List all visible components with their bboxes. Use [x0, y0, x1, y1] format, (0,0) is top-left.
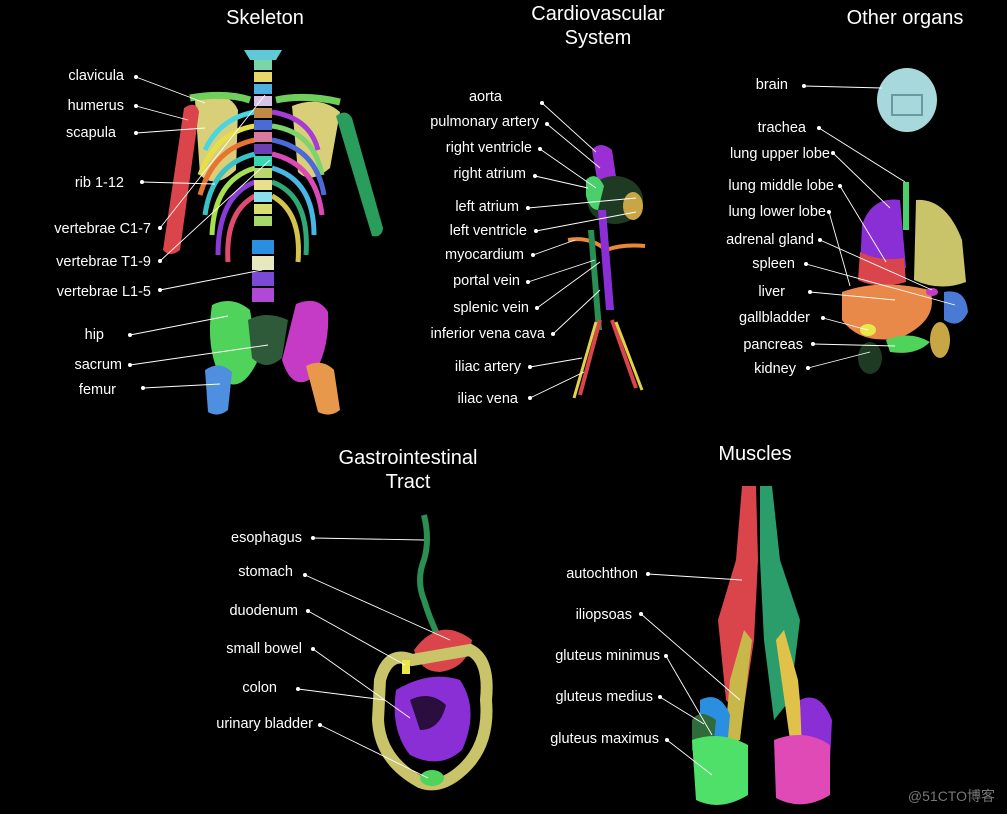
label-gluteus-medius: gluteus medius: [555, 689, 653, 705]
muscles-figure: [692, 486, 832, 805]
label-iliac-artery: iliac artery: [454, 359, 521, 375]
gi-title-line1: Gastrointestinal: [338, 447, 478, 469]
label-duodenum: duodenum: [229, 603, 298, 619]
label-esophagus: esophagus: [231, 530, 302, 546]
leader-dots: [128, 75, 842, 742]
label-splenic-vein: splenic vein: [453, 300, 529, 316]
label-colon: colon: [242, 680, 277, 696]
organs-figure: [842, 68, 968, 374]
skeleton-figure: [163, 50, 383, 415]
cardio-title-line2: System: [564, 27, 632, 49]
gi-title-line2: Tract: [385, 471, 431, 493]
label-stomach: stomach: [238, 564, 293, 580]
label-gluteus-maximus: gluteus maximus: [550, 731, 659, 747]
label-myocardium: myocardium: [445, 247, 524, 263]
label-humerus: humerus: [67, 98, 124, 114]
label-vertebrae-t: vertebrae T1-9: [56, 254, 151, 270]
label-vertebrae-c: vertebrae C1-7: [54, 221, 151, 237]
label-right-atrium: right atrium: [453, 166, 526, 182]
label-lung-upper-lobe: lung upper lobe: [730, 146, 830, 162]
label-adrenal-gland: adrenal gland: [726, 232, 814, 248]
label-pulmonary-artery: pulmonary artery: [430, 114, 539, 130]
label-liver: liver: [758, 284, 785, 300]
label-spleen: spleen: [752, 256, 795, 272]
label-gluteus-minimus: gluteus minimus: [555, 648, 660, 664]
organs-title: Other organs: [846, 7, 964, 29]
gi-title: Gastrointestinal Tract: [318, 446, 498, 494]
label-left-atrium: left atrium: [455, 199, 519, 215]
label-gallbladder: gallbladder: [739, 310, 810, 326]
muscles-title: Muscles: [718, 443, 792, 465]
label-autochthon: autochthon: [566, 566, 638, 582]
label-iliopsoas: iliopsoas: [575, 607, 632, 623]
cardio-title-line1: Cardiovascular: [531, 3, 665, 25]
label-scapula: scapula: [66, 125, 116, 141]
label-trachea: trachea: [757, 120, 806, 136]
label-right-ventricle: right ventricle: [445, 140, 532, 156]
label-hip: hip: [84, 327, 104, 343]
label-inferior-vena-cava: inferior vena cava: [430, 326, 545, 342]
gi-figure: [371, 514, 493, 791]
label-vertebrae-l: vertebrae L1-5: [56, 284, 151, 300]
label-sacrum: sacrum: [74, 357, 122, 373]
cardio-title: Cardiovascular System: [508, 2, 688, 50]
label-small-bowel: small bowel: [226, 641, 302, 657]
label-femur: femur: [78, 382, 116, 398]
leader-lines: [129, 76, 956, 779]
label-rib: rib 1-12: [74, 175, 124, 191]
label-left-ventricle: left ventricle: [449, 223, 527, 239]
cardiovascular-figure: [567, 145, 646, 399]
watermark: @51CTO博客: [907, 788, 995, 804]
label-lung-middle-lobe: lung middle lobe: [728, 178, 834, 194]
label-lung-lower-lobe: lung lower lobe: [728, 204, 826, 220]
label-urinary-bladder: urinary bladder: [216, 716, 313, 732]
label-iliac-vena: iliac vena: [457, 391, 518, 407]
label-brain: brain: [755, 77, 788, 93]
label-kidney: kidney: [754, 361, 796, 377]
skeleton-title: Skeleton: [226, 7, 304, 29]
label-pancreas: pancreas: [743, 337, 803, 353]
label-clavicula: clavicula: [68, 68, 124, 84]
label-portal-vein: portal vein: [453, 273, 520, 289]
label-aorta: aorta: [468, 89, 502, 105]
